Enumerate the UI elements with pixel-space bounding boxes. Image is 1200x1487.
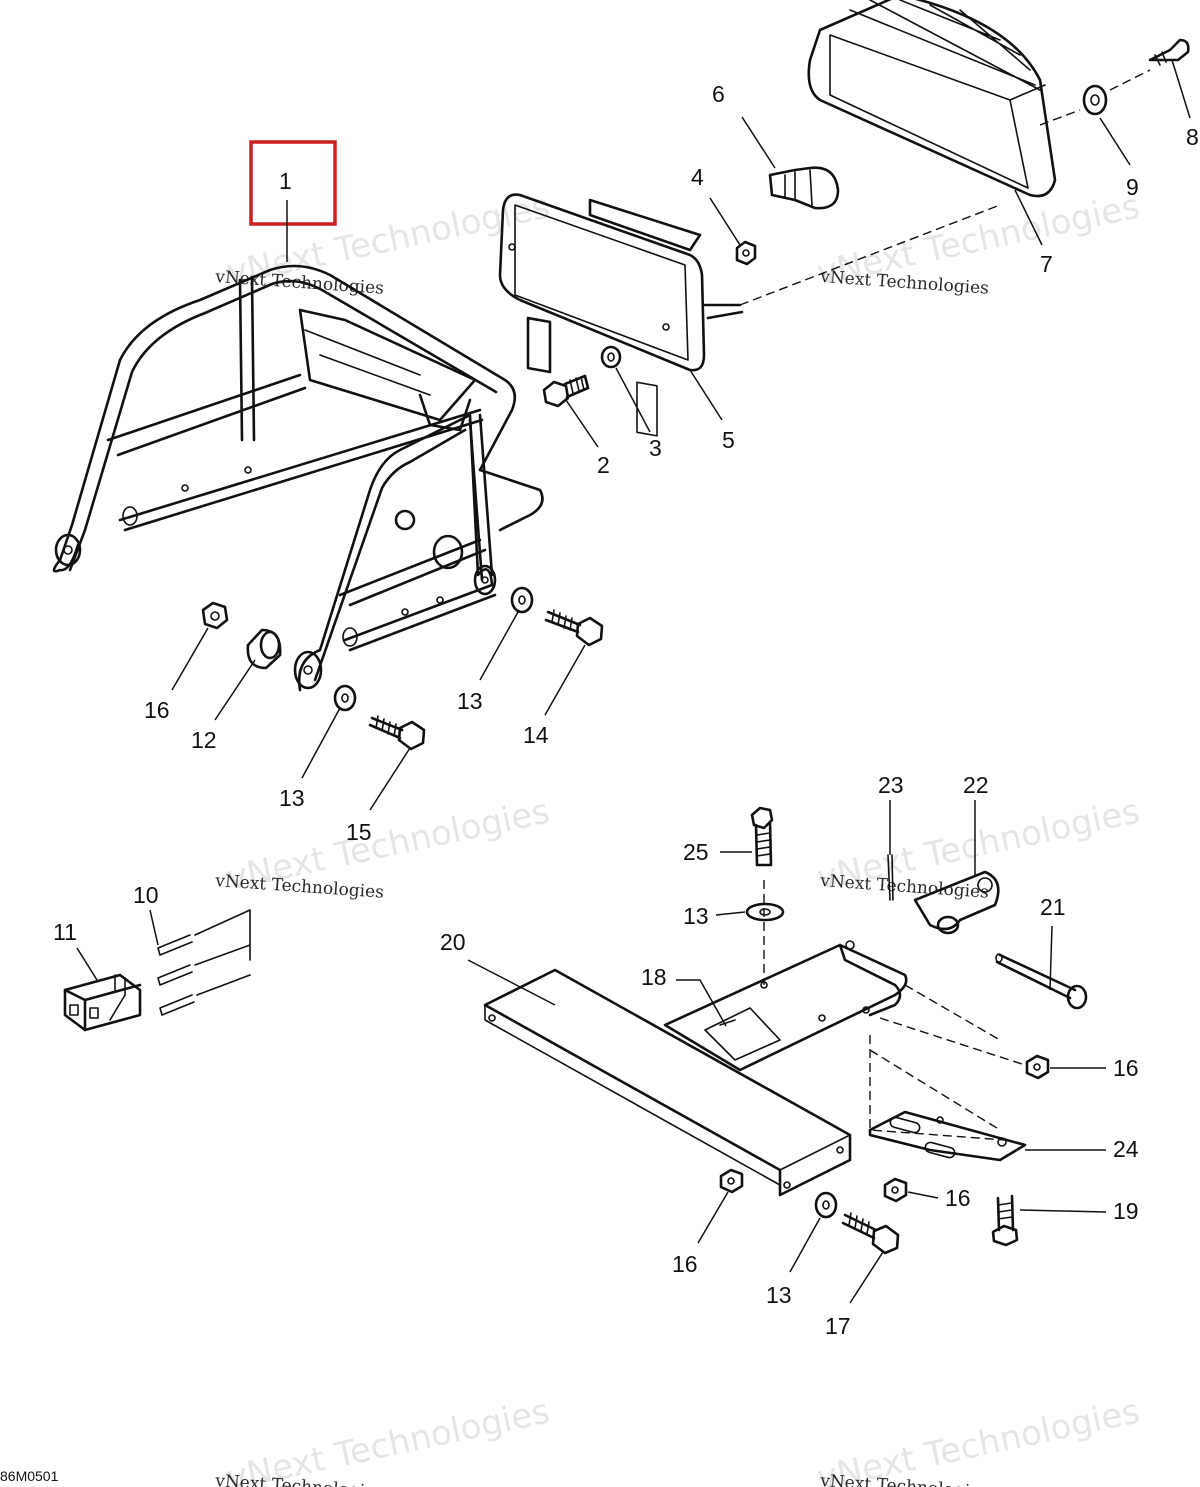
part-washer-13c[interactable] <box>745 902 785 922</box>
part-lens[interactable] <box>807 0 1057 198</box>
part-pin-23[interactable] <box>887 854 894 901</box>
part-washer-13b[interactable] <box>510 586 534 614</box>
callout-15[interactable]: 15 <box>346 819 372 845</box>
callout-1[interactable]: 1 <box>279 168 292 194</box>
part-bracket-20[interactable] <box>483 968 852 1197</box>
part-washer-13a[interactable] <box>333 684 357 712</box>
callout-17[interactable]: 17 <box>825 1313 851 1339</box>
part-bolt-15[interactable] <box>368 715 426 751</box>
part-light-housing[interactable] <box>498 193 744 437</box>
callout-14[interactable]: 14 <box>523 722 549 748</box>
callout-5[interactable]: 5 <box>722 427 735 453</box>
part-nut-16a[interactable] <box>201 601 229 630</box>
part-washer-13d[interactable] <box>814 1191 838 1219</box>
callout-13-a[interactable]: 13 <box>279 785 305 811</box>
part-washer-3[interactable] <box>600 345 622 369</box>
part-clamp-22[interactable] <box>913 870 1000 935</box>
part-rack-frame[interactable] <box>52 264 544 692</box>
part-bolt-25[interactable] <box>750 806 774 867</box>
part-screw-8[interactable] <box>1148 38 1190 66</box>
callout-16-b[interactable]: 16 <box>1113 1055 1139 1081</box>
callout-6[interactable]: 6 <box>712 81 725 107</box>
callout-19[interactable]: 19 <box>1113 1198 1139 1224</box>
part-bolt-17[interactable] <box>841 1212 900 1255</box>
callout-2[interactable]: 2 <box>597 452 610 478</box>
part-bulb[interactable] <box>768 166 840 210</box>
part-plate-24[interactable] <box>868 1110 1027 1162</box>
highlight-box <box>249 140 337 226</box>
callout-20[interactable]: 20 <box>440 929 466 955</box>
callout-13-d[interactable]: 13 <box>766 1282 792 1308</box>
part-pins-10[interactable] <box>157 909 251 1016</box>
watermark-large-5: vNext Technologies <box>224 1391 554 1487</box>
callout-4[interactable]: 4 <box>691 164 704 190</box>
part-pin-21[interactable] <box>995 953 1088 1010</box>
callout-24[interactable]: 24 <box>1113 1136 1139 1162</box>
part-bolt-14[interactable] <box>544 609 604 647</box>
callout-3[interactable]: 3 <box>649 435 662 461</box>
part-bolt-19[interactable] <box>991 1194 1019 1247</box>
callout-25[interactable]: 25 <box>683 839 709 865</box>
callout-labels: 1 2 3 4 5 6 7 8 9 10 11 12 13 13 13 13 1… <box>53 81 1199 1339</box>
callout-16-d[interactable]: 16 <box>672 1251 698 1277</box>
assembly-axis-plate <box>904 984 1001 1041</box>
callout-8[interactable]: 8 <box>1186 124 1199 150</box>
part-connector-11[interactable] <box>63 973 142 1032</box>
callout-18[interactable]: 18 <box>641 964 667 990</box>
callout-22[interactable]: 22 <box>963 772 989 798</box>
leader-lines <box>76 59 1191 1304</box>
assembly-axis-lower <box>869 1017 1026 1141</box>
callout-13-b[interactable]: 13 <box>457 688 483 714</box>
callout-13-c[interactable]: 13 <box>683 903 709 929</box>
diagram-code: 86M0501 <box>0 1468 59 1484</box>
callout-7[interactable]: 7 <box>1040 251 1053 277</box>
part-screw-2[interactable] <box>542 374 590 408</box>
assembly-axis-upper <box>739 69 1151 306</box>
part-washer-9[interactable] <box>1082 84 1108 116</box>
callout-16-c[interactable]: 16 <box>945 1185 971 1211</box>
part-nut-16d[interactable] <box>719 1168 744 1194</box>
watermark-large-6: vNext Technologies <box>814 1391 1144 1487</box>
part-nut-16b[interactable] <box>1025 1054 1050 1080</box>
part-spacer-12[interactable] <box>246 628 282 670</box>
callout-12[interactable]: 12 <box>191 727 217 753</box>
part-nut-4[interactable] <box>735 240 757 266</box>
callout-10[interactable]: 10 <box>133 882 159 908</box>
callout-21[interactable]: 21 <box>1040 894 1066 920</box>
callout-9[interactable]: 9 <box>1126 174 1139 200</box>
callout-23[interactable]: 23 <box>878 772 904 798</box>
part-nut-16c[interactable] <box>883 1177 908 1203</box>
callout-11[interactable]: 11 <box>53 919 77 945</box>
callout-16-a[interactable]: 16 <box>144 697 170 723</box>
